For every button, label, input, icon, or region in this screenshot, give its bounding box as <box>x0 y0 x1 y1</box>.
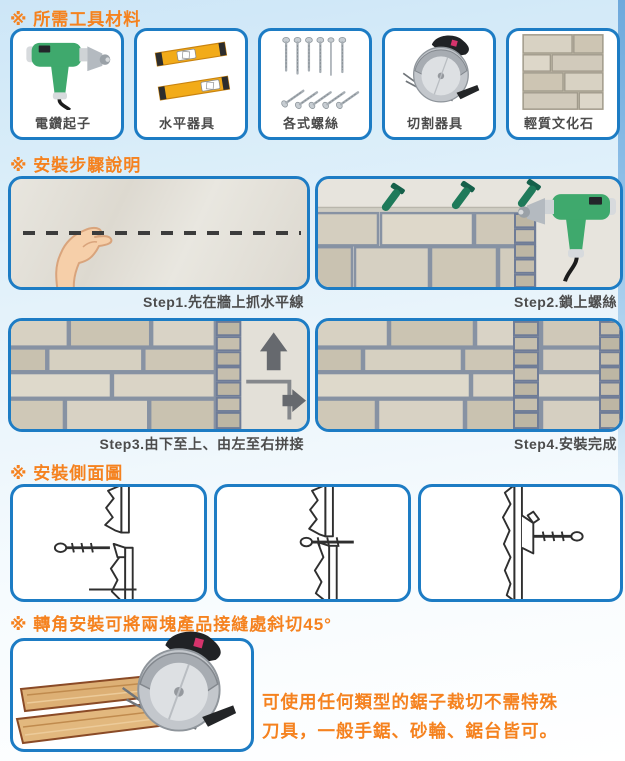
level-guide-line <box>22 231 302 235</box>
screw-glyph <box>299 536 354 548</box>
step3-illustration <box>11 321 307 429</box>
side-view-2 <box>214 484 411 602</box>
tool-card-stone: 輕質文化石 <box>506 28 620 140</box>
tool-card-saw: 切割器具 <box>382 28 496 140</box>
step1-image <box>8 176 310 290</box>
corner-note-line1: 可使用任何類型的鋸子裁切不需特殊 <box>262 692 558 712</box>
tool-label: 各式螺絲 <box>282 116 339 131</box>
tool-label: 切割器具 <box>406 116 463 131</box>
side-view-diagram-3 <box>501 487 584 599</box>
step2-image <box>315 176 623 290</box>
screw-glyph <box>533 531 584 542</box>
drill-icon <box>26 42 111 110</box>
step1-caption: Step1.先在牆上抓水平線 <box>142 294 304 310</box>
hand-illustration <box>55 226 113 287</box>
tool-label: 電鑽起子 <box>34 116 91 131</box>
tool-label: 水平器具 <box>158 116 215 131</box>
level-icon <box>154 41 231 101</box>
step3-caption: Step3.由下至上、由左至右拼接 <box>99 436 304 452</box>
direction-arrows <box>246 332 307 420</box>
side-view-1 <box>10 484 207 602</box>
tool-card-drill: 電鑽起子 <box>10 28 124 140</box>
side-view-diagram-1 <box>53 487 137 599</box>
steps-heading: ※ 安裝步驟說明 <box>10 156 142 175</box>
side-view-heading: ※ 安裝側面圖 <box>10 464 124 483</box>
step4-illustration <box>318 321 620 429</box>
tool-label: 輕質文化石 <box>523 116 594 131</box>
step4-caption: Step4.安裝完成 <box>513 436 617 452</box>
tools-heading: ※ 所需工具材料 <box>10 10 142 29</box>
screws-icon <box>281 37 360 110</box>
corner-note: 可使用任何類型的鋸子裁切不需特殊 刀具，一般手鋸、砂輪、鋸台皆可。 <box>262 688 622 746</box>
corner-cut-image <box>10 631 254 752</box>
tool-card-screws: 各式螺絲 <box>258 28 372 140</box>
step2-caption: Step2.鎖上螺絲 <box>513 294 617 310</box>
green-screws <box>381 179 541 211</box>
culture-stone-icon <box>522 34 604 110</box>
side-view-3 <box>418 484 623 602</box>
tool-card-level: 水平器具 <box>134 28 248 140</box>
circular-saw-icon <box>402 35 480 103</box>
step3-image <box>8 318 310 432</box>
corner-heading: ※ 轉角安裝可將兩塊產品接縫處斜切45° <box>10 615 332 634</box>
screw-glyph <box>53 542 110 553</box>
drill-left <box>518 194 616 282</box>
side-view-diagram-2 <box>299 487 354 599</box>
corner-note-line2: 刀具，一般手鋸、砂輪、鋸台皆可。 <box>262 721 558 741</box>
step4-image <box>315 318 623 432</box>
step2-illustration <box>318 179 620 287</box>
circular-saw-cutting <box>121 631 237 732</box>
tools-row: 電鑽起子 <box>10 28 620 140</box>
